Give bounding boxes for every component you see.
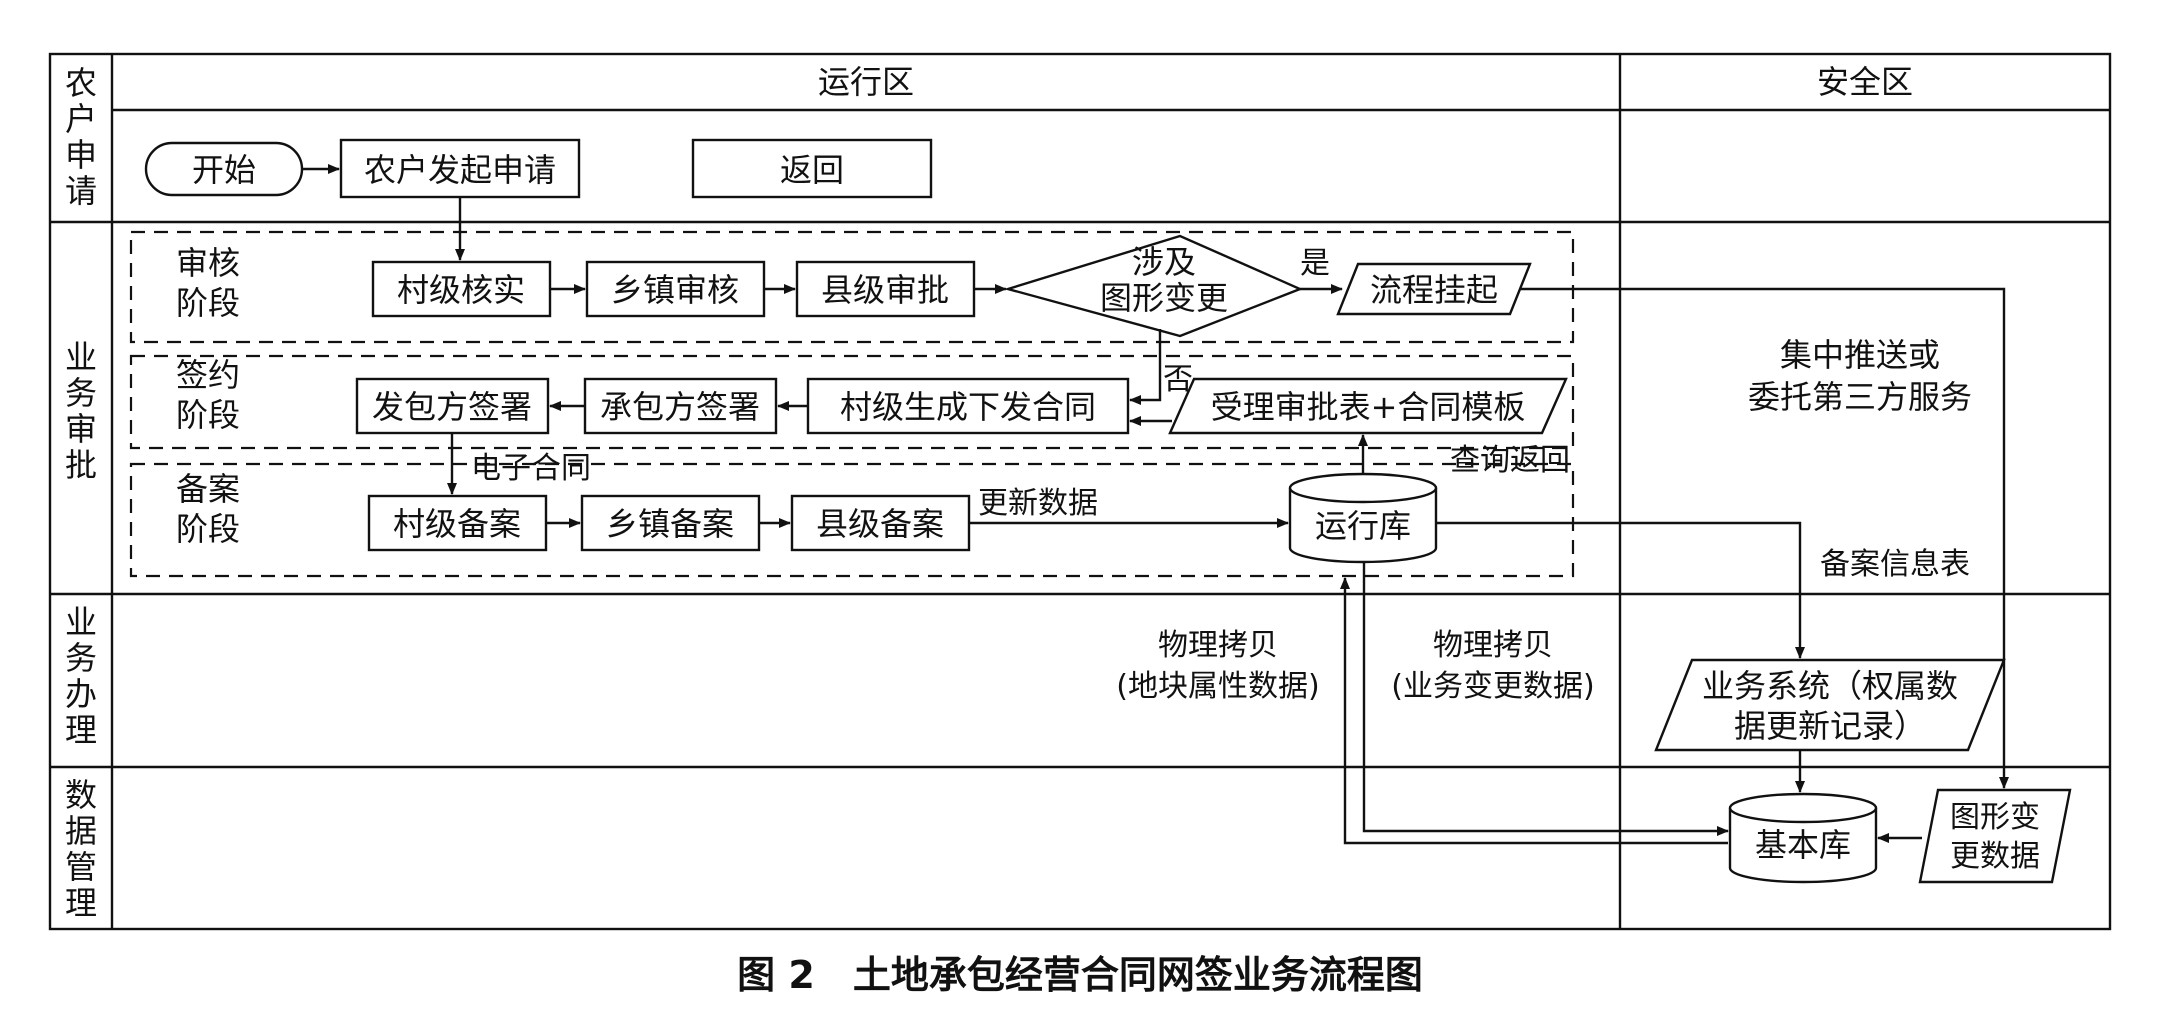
svg-text:管: 管: [65, 848, 97, 886]
svg-text:(业务变更数据): (业务变更数据): [1391, 669, 1594, 704]
stage-label-sign: 签约 阶段: [176, 356, 240, 434]
node-business-system: 业务系统（权属数 据更新记录）: [1654, 658, 2006, 752]
svg-text:业: 业: [65, 338, 97, 376]
node-village-generate-contract: 村级生成下发合同: [806, 377, 1130, 435]
svg-text:返回: 返回: [780, 151, 844, 189]
svg-text:乡镇审核: 乡镇审核: [611, 271, 739, 309]
svg-text:流程挂起: 流程挂起: [1370, 271, 1498, 309]
node-county-record: 县级备案: [790, 494, 971, 552]
node-village-record: 村级备案: [367, 494, 548, 552]
svg-text:户: 户: [65, 100, 97, 138]
connectors: [302, 164, 2009, 845]
svg-text:据: 据: [65, 812, 97, 850]
svg-text:数: 数: [65, 776, 97, 814]
svg-text:物理拷贝: 物理拷贝: [1433, 628, 1553, 663]
svg-text:发包方签署: 发包方签署: [372, 388, 532, 426]
svg-text:图形变: 图形变: [1950, 800, 2040, 835]
edge-label-push-service: 集中推送或 委托第三方服务: [1748, 336, 1972, 416]
svg-text:阶段: 阶段: [176, 510, 240, 548]
svg-text:业: 业: [65, 603, 97, 641]
figure-caption: 图 2 土地承包经营合同网签业务流程图: [737, 953, 1423, 997]
svg-text:请: 请: [65, 172, 97, 210]
stage-boxes: [129, 230, 1575, 578]
node-decision-graph-change: 涉及 图形变更: [1003, 234, 1304, 338]
svg-text:村级备案: 村级备案: [393, 505, 521, 543]
svg-text:更数据: 更数据: [1950, 839, 2040, 874]
svg-text:开始: 开始: [192, 151, 256, 189]
edge-label-no: 否: [1163, 362, 1193, 397]
svg-text:委托第三方服务: 委托第三方服务: [1748, 378, 1972, 416]
zone-header-safe: 安全区: [1817, 63, 1913, 101]
svg-text:县级审批: 县级审批: [821, 271, 949, 309]
svg-text:乡镇备案: 乡镇备案: [606, 505, 734, 543]
node-town-review: 乡镇审核: [585, 260, 766, 318]
svg-text:办: 办: [65, 675, 97, 713]
edge-label-yes: 是: [1300, 246, 1330, 281]
lane-label-business-approval: 业 务 审 批: [65, 338, 97, 484]
svg-text:村级核实: 村级核实: [397, 271, 525, 309]
svg-text:(地块属性数据): (地块属性数据): [1116, 669, 1319, 704]
stage-label-audit: 审核 阶段: [176, 244, 240, 322]
lane-label-business-handling: 业 务 办 理: [65, 603, 97, 749]
svg-text:批: 批: [65, 446, 97, 484]
svg-text:承包方签署: 承包方签署: [600, 388, 760, 426]
edge-label-copy-biz: 物理拷贝 (业务变更数据): [1391, 628, 1594, 704]
edge-label-update-data: 更新数据: [978, 486, 1098, 521]
node-contractee-sign: 承包方签署: [583, 377, 778, 435]
lane-label-data-management: 数 据 管 理: [65, 776, 97, 922]
node-start: 开始: [144, 141, 304, 197]
svg-text:受理审批表+合同模板: 受理审批表+合同模板: [1211, 388, 1526, 426]
svg-text:涉及: 涉及: [1132, 243, 1196, 281]
svg-text:签约: 签约: [176, 356, 240, 394]
svg-text:农: 农: [65, 64, 97, 102]
node-town-record: 乡镇备案: [580, 494, 761, 552]
node-return: 返回: [691, 138, 933, 199]
svg-text:务: 务: [65, 639, 97, 677]
zone-header-run: 运行区: [818, 63, 914, 101]
svg-text:理: 理: [65, 711, 97, 749]
node-accept-table-template: 受理审批表+合同模板: [1168, 377, 1568, 435]
svg-text:阶段: 阶段: [176, 396, 240, 434]
stage-label-record: 备案 阶段: [176, 470, 240, 548]
svg-text:农户发起申请: 农户发起申请: [364, 151, 556, 189]
svg-text:基本库: 基本库: [1755, 826, 1851, 864]
svg-text:物理拷贝: 物理拷贝: [1158, 628, 1278, 663]
svg-text:县级备案: 县级备案: [816, 505, 944, 543]
svg-text:村级生成下发合同: 村级生成下发合同: [840, 388, 1096, 426]
edge-label-econtract: 电子合同: [471, 451, 591, 486]
svg-text:阶段: 阶段: [176, 284, 240, 322]
svg-text:业务系统（权属数: 业务系统（权属数: [1702, 667, 1958, 705]
svg-text:运行库: 运行库: [1315, 507, 1411, 545]
node-village-verify: 村级核实: [371, 260, 552, 318]
svg-text:图形变更: 图形变更: [1100, 279, 1228, 317]
node-county-approve: 县级审批: [795, 260, 976, 318]
node-base-database: 基本库: [1728, 792, 1878, 884]
svg-text:集中推送或: 集中推送或: [1780, 336, 1940, 374]
svg-text:审: 审: [65, 410, 97, 448]
svg-text:审核: 审核: [176, 244, 240, 282]
svg-text:申: 申: [65, 136, 97, 174]
node-process-suspend: 流程挂起: [1336, 262, 1532, 316]
edge-label-record-table: 备案信息表: [1820, 547, 1970, 582]
swimlane-grid: [48, 52, 2112, 931]
svg-text:理: 理: [65, 884, 97, 922]
svg-text:务: 务: [65, 374, 97, 412]
node-run-database: 运行库: [1288, 472, 1438, 564]
node-contractor-sign: 发包方签署: [355, 377, 550, 435]
edge-label-query-return: 查询返回: [1450, 443, 1570, 478]
svg-text:据更新记录）: 据更新记录）: [1734, 707, 1926, 745]
node-graph-change-data: 图形变 更数据: [1918, 788, 2072, 884]
svg-text:备案: 备案: [176, 470, 240, 508]
node-farmer-apply: 农户发起申请: [339, 138, 581, 199]
edge-label-copy-land: 物理拷贝 (地块属性数据): [1116, 628, 1319, 704]
lane-label-farmer-apply: 农 户 申 请: [65, 64, 97, 210]
